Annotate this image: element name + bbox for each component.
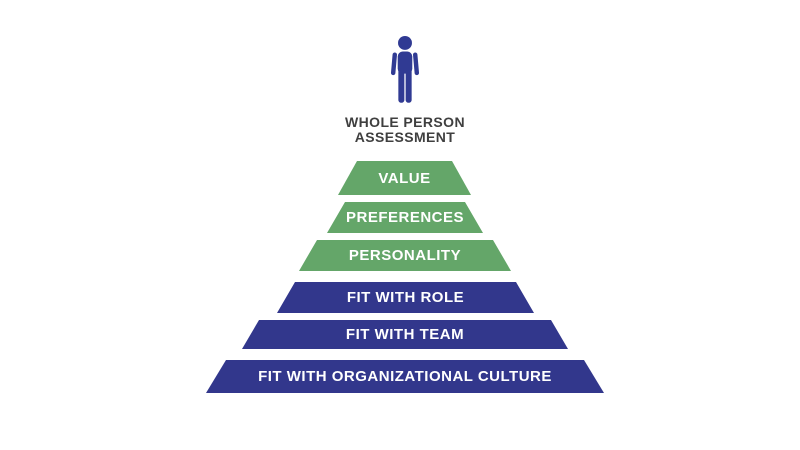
pyramid-level-label: FIT WITH ROLE xyxy=(346,289,465,306)
pyramid-level-label: FIT WITH ORGANIZATIONAL CULTURE xyxy=(258,368,552,385)
pyramid-title-line-2: ASSESSMENT xyxy=(354,129,456,145)
pyramid-level-fit-with-organizational-culture: FIT WITH ORGANIZATIONAL CULTURE xyxy=(206,360,604,393)
pyramid-title-line-1: WHOLE PERSON xyxy=(345,114,465,130)
pyramid-title: WHOLE PERSON ASSESSMENT xyxy=(255,115,555,145)
person-icon xyxy=(386,34,424,107)
pyramid-level-label: FIT WITH TEAM xyxy=(345,326,465,343)
pyramid-level-preferences: PREFERENCES xyxy=(327,202,483,233)
pyramid-level-value: VALUE xyxy=(338,161,471,195)
pyramid-level-personality: PERSONALITY xyxy=(299,240,511,271)
pyramid-level-fit-with-team: FIT WITH TEAM xyxy=(242,320,568,349)
pyramid-level-label: VALUE xyxy=(378,169,431,187)
pyramid-level-label: PERSONALITY xyxy=(348,247,462,264)
pyramid-level-label: PREFERENCES xyxy=(345,209,465,226)
pyramid-level-fit-with-role: FIT WITH ROLE xyxy=(277,282,534,313)
